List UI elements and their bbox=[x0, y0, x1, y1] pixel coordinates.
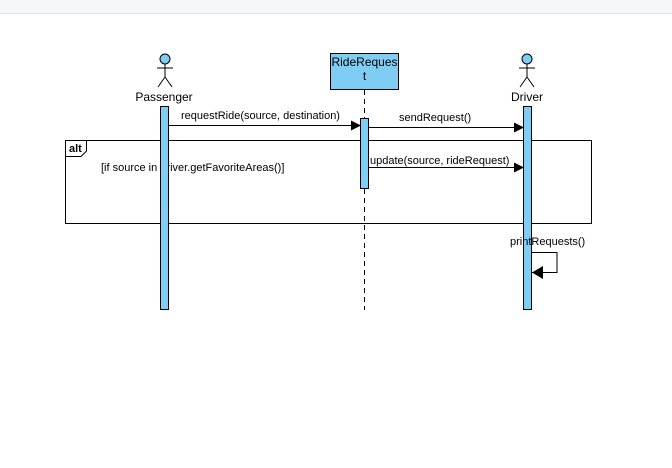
message-request-ride[interactable]: requestRide(source, destination) bbox=[169, 110, 361, 131]
message-label: printRequests() bbox=[510, 236, 585, 248]
message-send-request[interactable]: sendRequest() bbox=[369, 112, 524, 133]
participant-driver[interactable]: Driver bbox=[511, 53, 543, 104]
message-label: sendRequest() bbox=[399, 112, 471, 124]
message-label: requestRide(source, destination) bbox=[181, 110, 340, 122]
self-message-arrowhead bbox=[532, 266, 543, 279]
actor-icon bbox=[519, 53, 535, 88]
participant-passenger[interactable]: Passenger bbox=[135, 53, 193, 104]
alt-operator-tab bbox=[65, 140, 87, 157]
object-box bbox=[330, 53, 399, 90]
participant-name-line2: t bbox=[363, 69, 367, 83]
passenger-activation-bar[interactable] bbox=[160, 106, 169, 310]
actor-icon bbox=[157, 53, 173, 88]
participant-name: Driver bbox=[511, 90, 543, 104]
top-toolbar-strip bbox=[0, 0, 672, 14]
alt-fragment-frame bbox=[65, 140, 592, 224]
message-label: update(source, rideRequest) bbox=[370, 155, 509, 167]
driver-activation-bar[interactable] bbox=[523, 106, 532, 310]
participant-name: Passenger bbox=[135, 90, 192, 104]
participant-name-line1: RideReques bbox=[331, 55, 397, 69]
participant-ride-request[interactable]: RideReques t bbox=[330, 53, 399, 90]
ride-request-activation-bar[interactable] bbox=[360, 118, 369, 189]
message-print-requests[interactable]: printRequests() bbox=[510, 236, 585, 279]
message-update[interactable]: update(source, rideRequest) bbox=[369, 155, 524, 173]
alt-fragment: alt [if source in driver.getFavoriteArea… bbox=[65, 140, 592, 224]
alt-guard-condition: [if source in driver.getFavoriteAreas()] bbox=[101, 162, 284, 174]
self-message-arrow bbox=[532, 252, 558, 273]
alt-operator-label: alt bbox=[69, 143, 82, 155]
